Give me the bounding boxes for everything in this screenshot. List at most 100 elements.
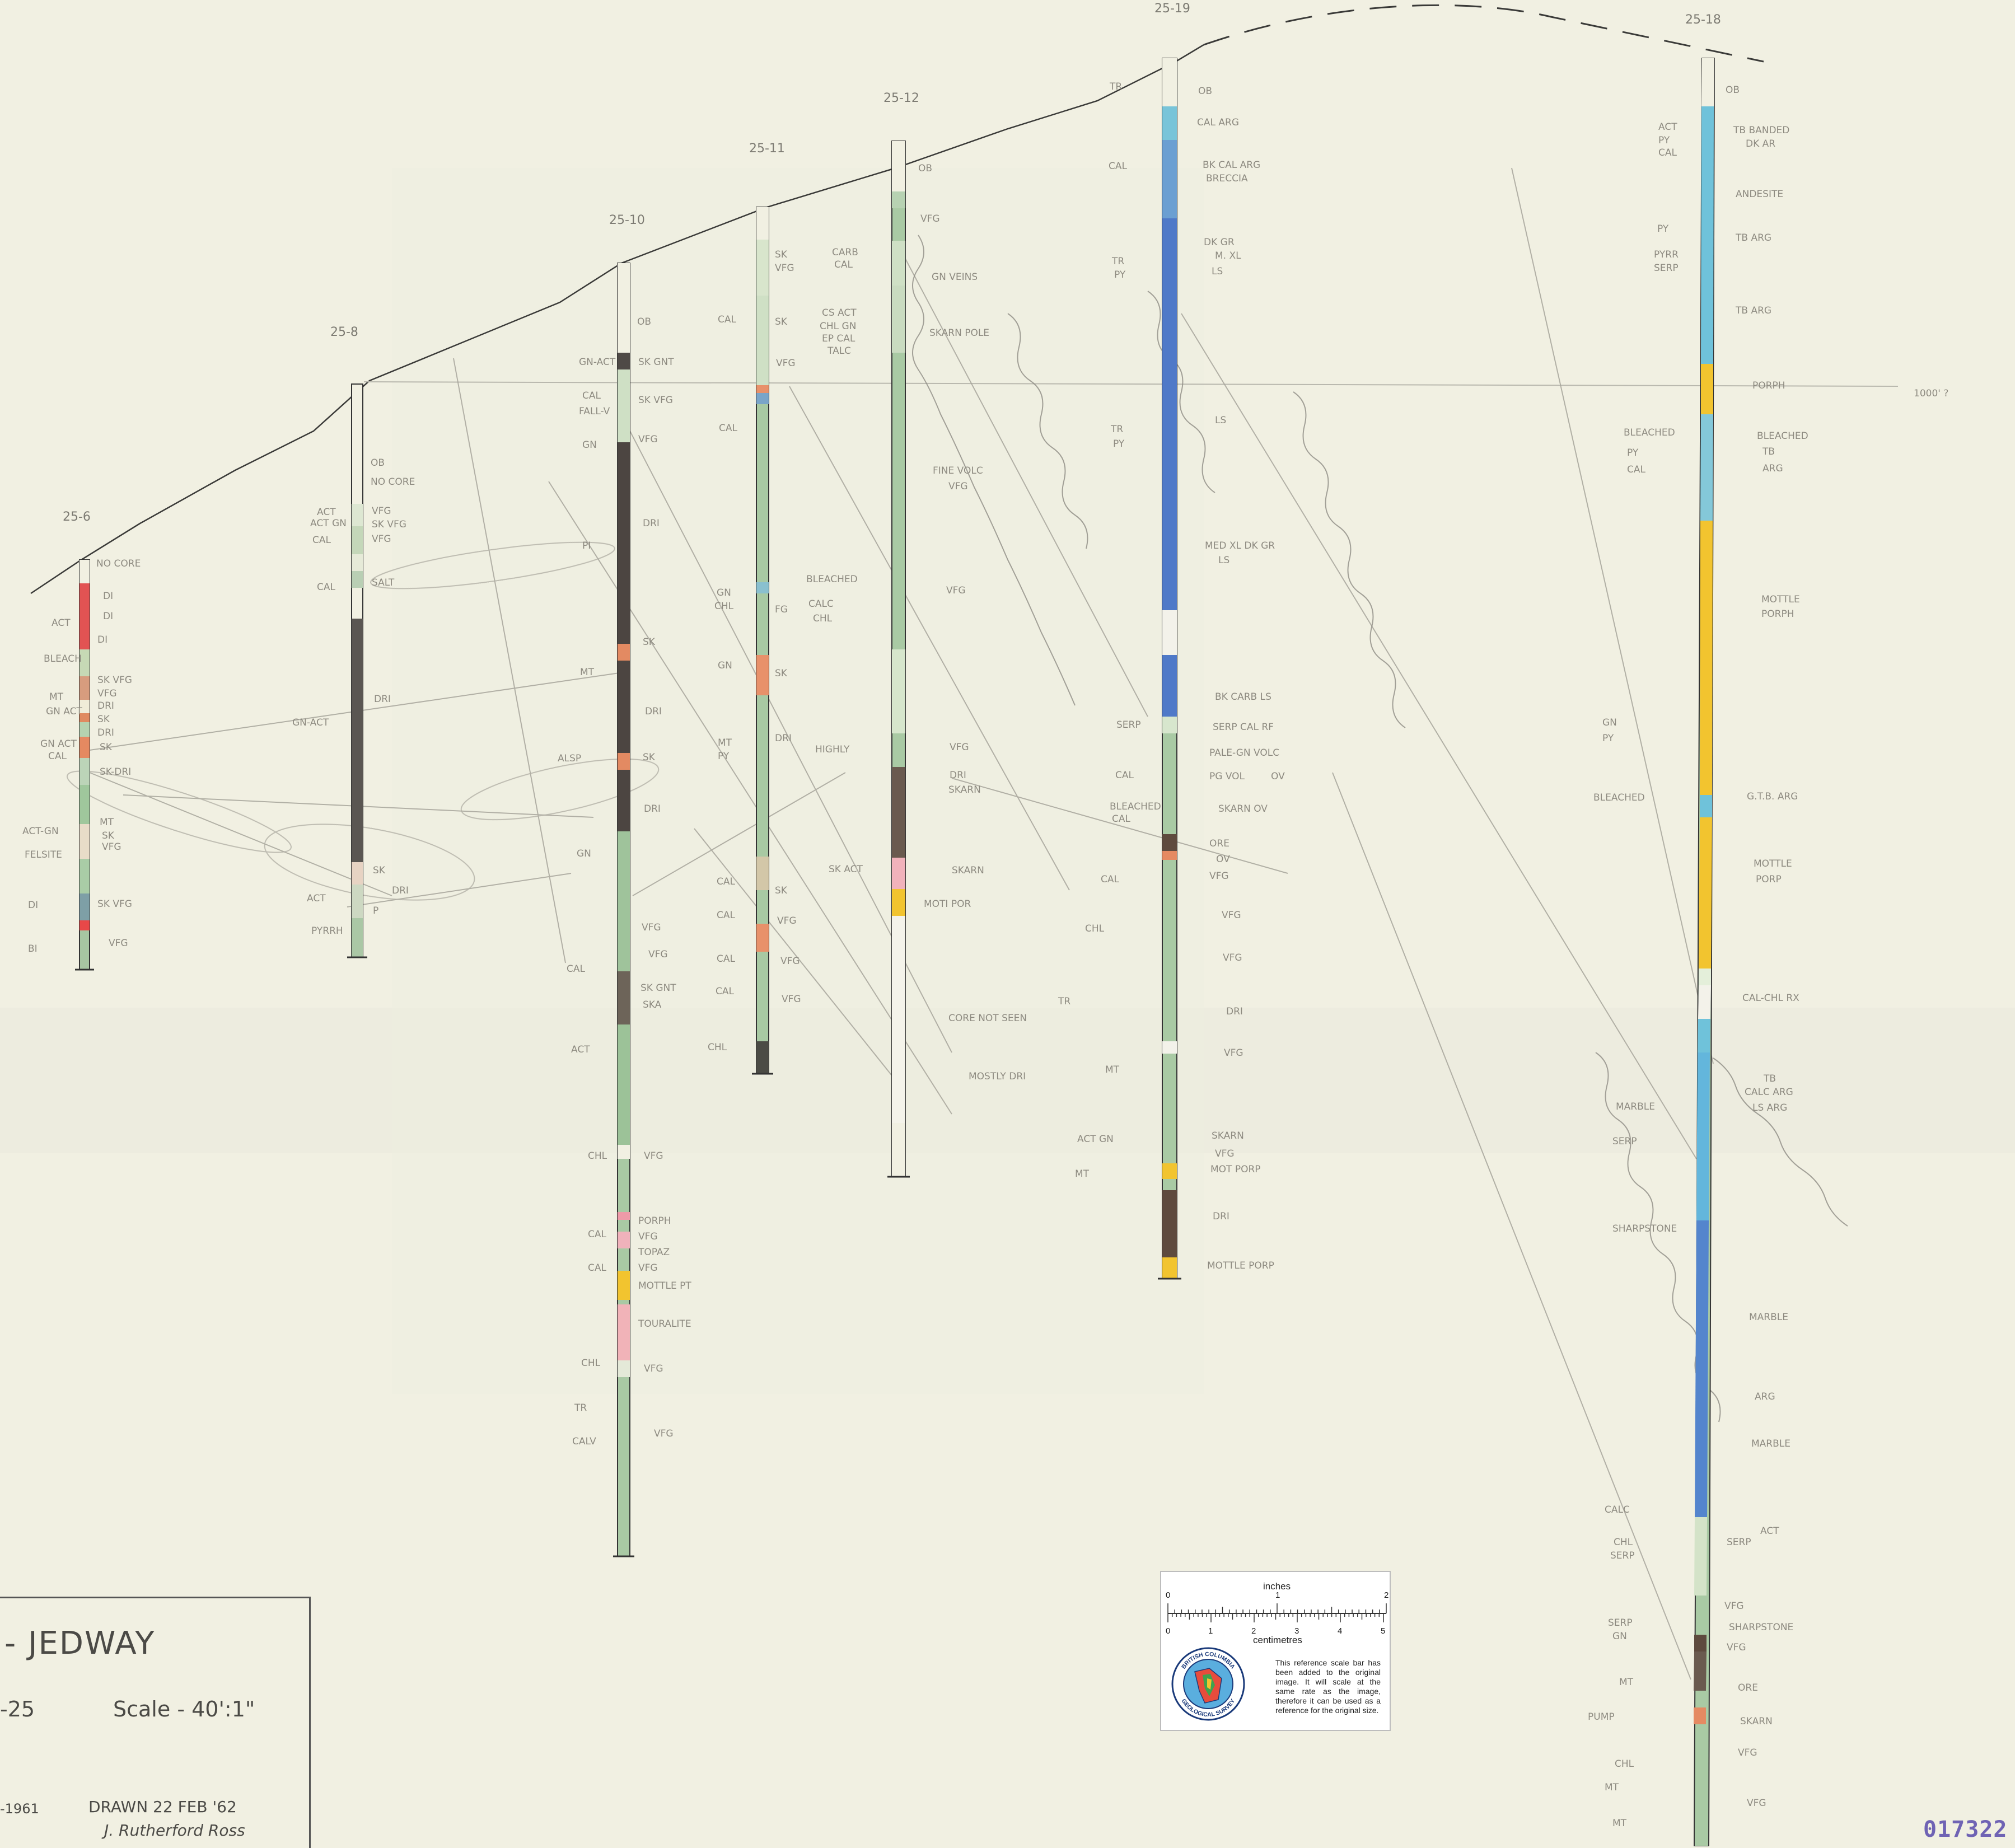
interval-label: DRI bbox=[950, 770, 966, 781]
side-label: BLEACHED bbox=[1593, 792, 1645, 803]
core-interval bbox=[756, 924, 769, 952]
interval-label: SK bbox=[775, 668, 788, 679]
side-label: CAL bbox=[717, 910, 735, 921]
core-interval bbox=[80, 649, 90, 676]
interval-label: VFG bbox=[97, 688, 117, 699]
side-label: CAL bbox=[567, 963, 585, 975]
title-block: - JEDWAY -25 Scale - 40':1" -1961 DRAWN … bbox=[0, 1597, 311, 1848]
interval-label: M. XL bbox=[1215, 250, 1241, 261]
interval-label: DRI bbox=[97, 727, 114, 738]
side-label: CHL bbox=[1615, 1758, 1634, 1770]
core-interval bbox=[352, 619, 363, 862]
interval-label: VFG bbox=[1727, 1642, 1746, 1653]
side-label: FELSITE bbox=[25, 849, 62, 860]
interval-label: DRI bbox=[775, 733, 792, 744]
interval-label: VFG bbox=[102, 841, 121, 853]
side-label: PY bbox=[1602, 733, 1614, 744]
hole-id: 25-10 bbox=[609, 213, 645, 227]
interval-label: TB bbox=[1762, 446, 1775, 457]
core-interval bbox=[1162, 58, 1177, 106]
interval-label: PORPH bbox=[1761, 609, 1794, 620]
side-label: ACT bbox=[1658, 121, 1677, 133]
cm-tick-label: 2 bbox=[1251, 1626, 1256, 1636]
core-interval bbox=[892, 286, 905, 353]
side-label: CALV bbox=[572, 1436, 596, 1447]
cm-tick-label: 0 bbox=[1166, 1626, 1170, 1636]
side-label: CAL bbox=[1115, 770, 1134, 781]
side-labels: ACT ACT GN CAL CAL GN-ACT ACT PYRRH bbox=[292, 507, 347, 937]
core-interval bbox=[618, 1360, 630, 1377]
interval-label: MOTTLE PT bbox=[638, 1280, 691, 1292]
interval-label: GN VEINS bbox=[932, 272, 978, 283]
core-interval bbox=[1162, 717, 1177, 733]
interval-label: ANDESITE bbox=[1736, 189, 1783, 200]
side-label: CAL bbox=[312, 535, 331, 546]
side-label: GN bbox=[718, 660, 732, 671]
core-interval bbox=[80, 583, 90, 649]
interval-label: OV bbox=[1271, 771, 1285, 782]
hole-labels: NO CORE DI DI DI SK VFG VFG DRI SK DRI S… bbox=[96, 558, 141, 949]
side-label: BLEACHED bbox=[806, 574, 858, 585]
interval-label: BRECCIA bbox=[1206, 173, 1248, 184]
side-label: SERP bbox=[1612, 1136, 1637, 1147]
drill-hole-25-6: 25-6 NO CORE DI DI DI SK VFG VFG DRI SK … bbox=[22, 510, 141, 971]
core-interval bbox=[618, 1304, 630, 1360]
core-interval bbox=[352, 554, 363, 571]
interval-label: MED XL DK GR bbox=[1205, 540, 1275, 551]
inch-tick-label: 0 bbox=[1166, 1590, 1170, 1600]
core-interval bbox=[1162, 834, 1177, 851]
side-label: PYRRH bbox=[311, 925, 343, 937]
interval-label: DK AR bbox=[1746, 138, 1775, 149]
side-labels: TR CAL TR PY TR PY SERP CAL BLEACHED CAL… bbox=[1058, 81, 1161, 1180]
interval-label: PG VOL bbox=[1209, 771, 1245, 782]
interval-label: SERP bbox=[1727, 1537, 1751, 1548]
interval-label: VFG bbox=[654, 1428, 674, 1439]
core-interval bbox=[1694, 1635, 1707, 1651]
core-interval bbox=[1694, 1707, 1706, 1724]
core-interval bbox=[80, 560, 90, 583]
side-label: MT bbox=[1612, 1818, 1627, 1829]
interval-label: CORE NOT SEEN bbox=[948, 1013, 1027, 1024]
side-label: GN ACT bbox=[40, 738, 77, 750]
interval-label: OB bbox=[1726, 85, 1740, 96]
paper-overlay bbox=[392, 168, 1204, 1394]
interval-label: NO CORE bbox=[371, 476, 415, 488]
interval-label: SK bbox=[775, 249, 788, 260]
core-interval bbox=[1699, 969, 1711, 985]
side-label: DI bbox=[28, 900, 38, 911]
core-interval bbox=[1162, 1190, 1177, 1257]
interval-label: CAL ARG bbox=[1197, 117, 1239, 128]
interval-label: SK bbox=[102, 830, 115, 841]
interval-label: SKARN bbox=[952, 865, 984, 876]
interval-label: VFG bbox=[1224, 1047, 1243, 1059]
centimetres-label: centimetres bbox=[1253, 1635, 1302, 1645]
core-interval bbox=[892, 1123, 905, 1177]
side-label: CAL bbox=[1101, 874, 1119, 885]
core-interval bbox=[892, 916, 905, 1123]
side-label: CHL bbox=[588, 1150, 607, 1162]
side-label: TR bbox=[574, 1402, 587, 1414]
interval-label: SALT bbox=[372, 577, 395, 588]
interval-label: DRI bbox=[643, 518, 660, 529]
drill-hole-25-12: 25-12 OB VFG GN VEINS SKARN POLE FINE VO… bbox=[806, 91, 1027, 1178]
core-interval bbox=[1696, 1052, 1710, 1220]
interval-label: VFG bbox=[776, 358, 796, 369]
side-label: TALC bbox=[827, 345, 851, 357]
side-label: BI bbox=[28, 943, 38, 955]
hole-labels: OB NO CORE VFG SK VFG VFG SALT DRI SK DR… bbox=[371, 457, 415, 916]
core-interval bbox=[80, 785, 90, 824]
side-label: CAL bbox=[717, 876, 735, 887]
interval-label: BK CARB LS bbox=[1215, 691, 1271, 703]
side-labels: ACT BLEACH GN ACT MT GN ACT CAL ACT-GN F… bbox=[22, 617, 82, 955]
core-interval bbox=[892, 141, 905, 191]
interval-label: SK bbox=[643, 637, 656, 648]
core-interval bbox=[756, 857, 769, 890]
side-label: CHL bbox=[714, 601, 734, 612]
interval-label: VFG bbox=[648, 949, 668, 960]
interval-label: G.T.B. ARG bbox=[1747, 791, 1798, 802]
side-label: PY bbox=[1658, 135, 1670, 146]
scale-bar: 0 1 2 0 1 2 3 4 5 bbox=[1166, 1590, 1388, 1636]
topography-projected bbox=[1203, 4, 1764, 63]
core-interval bbox=[756, 296, 769, 385]
